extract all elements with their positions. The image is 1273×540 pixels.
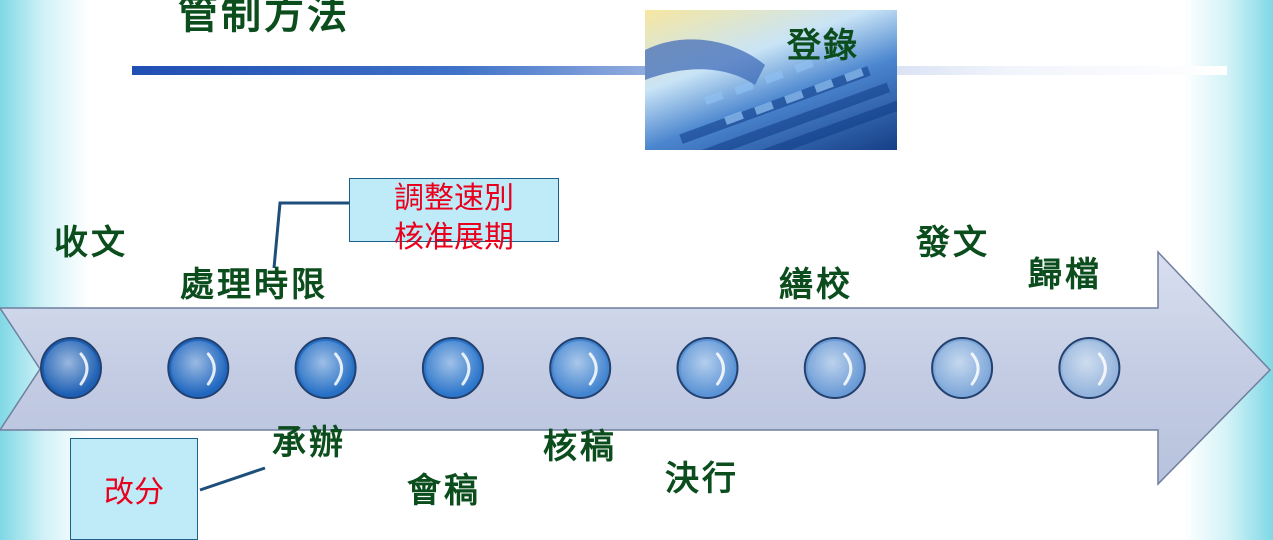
label-co-sign: 會稿 — [407, 471, 481, 511]
label-archive: 歸檔 — [1028, 255, 1102, 295]
timeline-node-7 — [803, 337, 866, 399]
label-receive: 收文 — [54, 223, 128, 263]
callout-box-bottom: 改分 — [70, 438, 198, 540]
page-title: 管制方法 — [178, 0, 350, 38]
keyboard-keys-graphic — [645, 39, 897, 150]
callout-connector-top — [272, 201, 350, 269]
timeline-node-6 — [676, 337, 739, 399]
timeline-node-3 — [294, 337, 357, 399]
callout-box-top: 調整速別 核准展期 — [349, 178, 559, 255]
callout-top-line-2: 核准展期 — [394, 220, 514, 255]
timeline-node-9 — [1058, 337, 1121, 399]
callout-connector-bottom — [199, 466, 266, 492]
timeline-node-4 — [421, 337, 484, 399]
label-approve: 決行 — [665, 459, 739, 499]
timeline-node-2 — [167, 337, 230, 399]
label-copy-check: 繕校 — [779, 265, 853, 305]
keyboard-photo: 登錄 — [645, 10, 897, 150]
timeline-arrow-graphic — [0, 201, 1272, 492]
callout-bottom-line-1: 改分 — [104, 475, 164, 510]
label-undertake: 承辦 — [272, 423, 346, 463]
timeline-arrow — [0, 250, 1272, 486]
label-review: 核稿 — [543, 427, 617, 467]
label-deadline: 處理時限 — [180, 265, 328, 305]
photo-label: 登錄 — [787, 26, 859, 66]
timeline-node-5 — [549, 337, 612, 399]
timeline-node-8 — [931, 337, 994, 399]
timeline-node-1 — [40, 337, 102, 399]
label-dispatch: 發文 — [916, 223, 990, 263]
callout-top-line-1: 調整速別 — [394, 181, 514, 216]
